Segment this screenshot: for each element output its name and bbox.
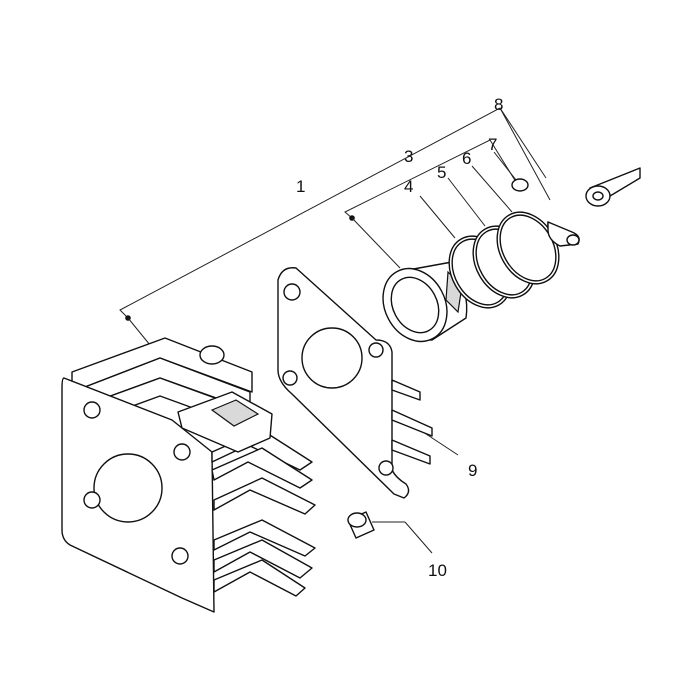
callout-4: 4 — [404, 177, 413, 196]
callout-1: 1 — [296, 177, 305, 196]
piston-pin — [547, 221, 580, 247]
gasket — [277, 267, 433, 499]
piston — [382, 261, 468, 343]
callout-6: 6 — [462, 149, 471, 168]
callout-7: 7 — [488, 135, 497, 154]
callout-labels: 1 3 4 5 6 7 8 9 10 — [296, 95, 503, 580]
dowel-bushing — [347, 511, 375, 539]
cylinder — [61, 337, 316, 613]
piston-rings — [448, 211, 560, 309]
circlip — [511, 178, 529, 192]
callout-3: 3 — [404, 147, 413, 166]
callout-5: 5 — [437, 163, 446, 182]
callout-9: 9 — [468, 461, 477, 480]
callout-10: 10 — [428, 561, 447, 580]
connecting-rod — [585, 167, 641, 207]
callout-8: 8 — [494, 95, 503, 114]
